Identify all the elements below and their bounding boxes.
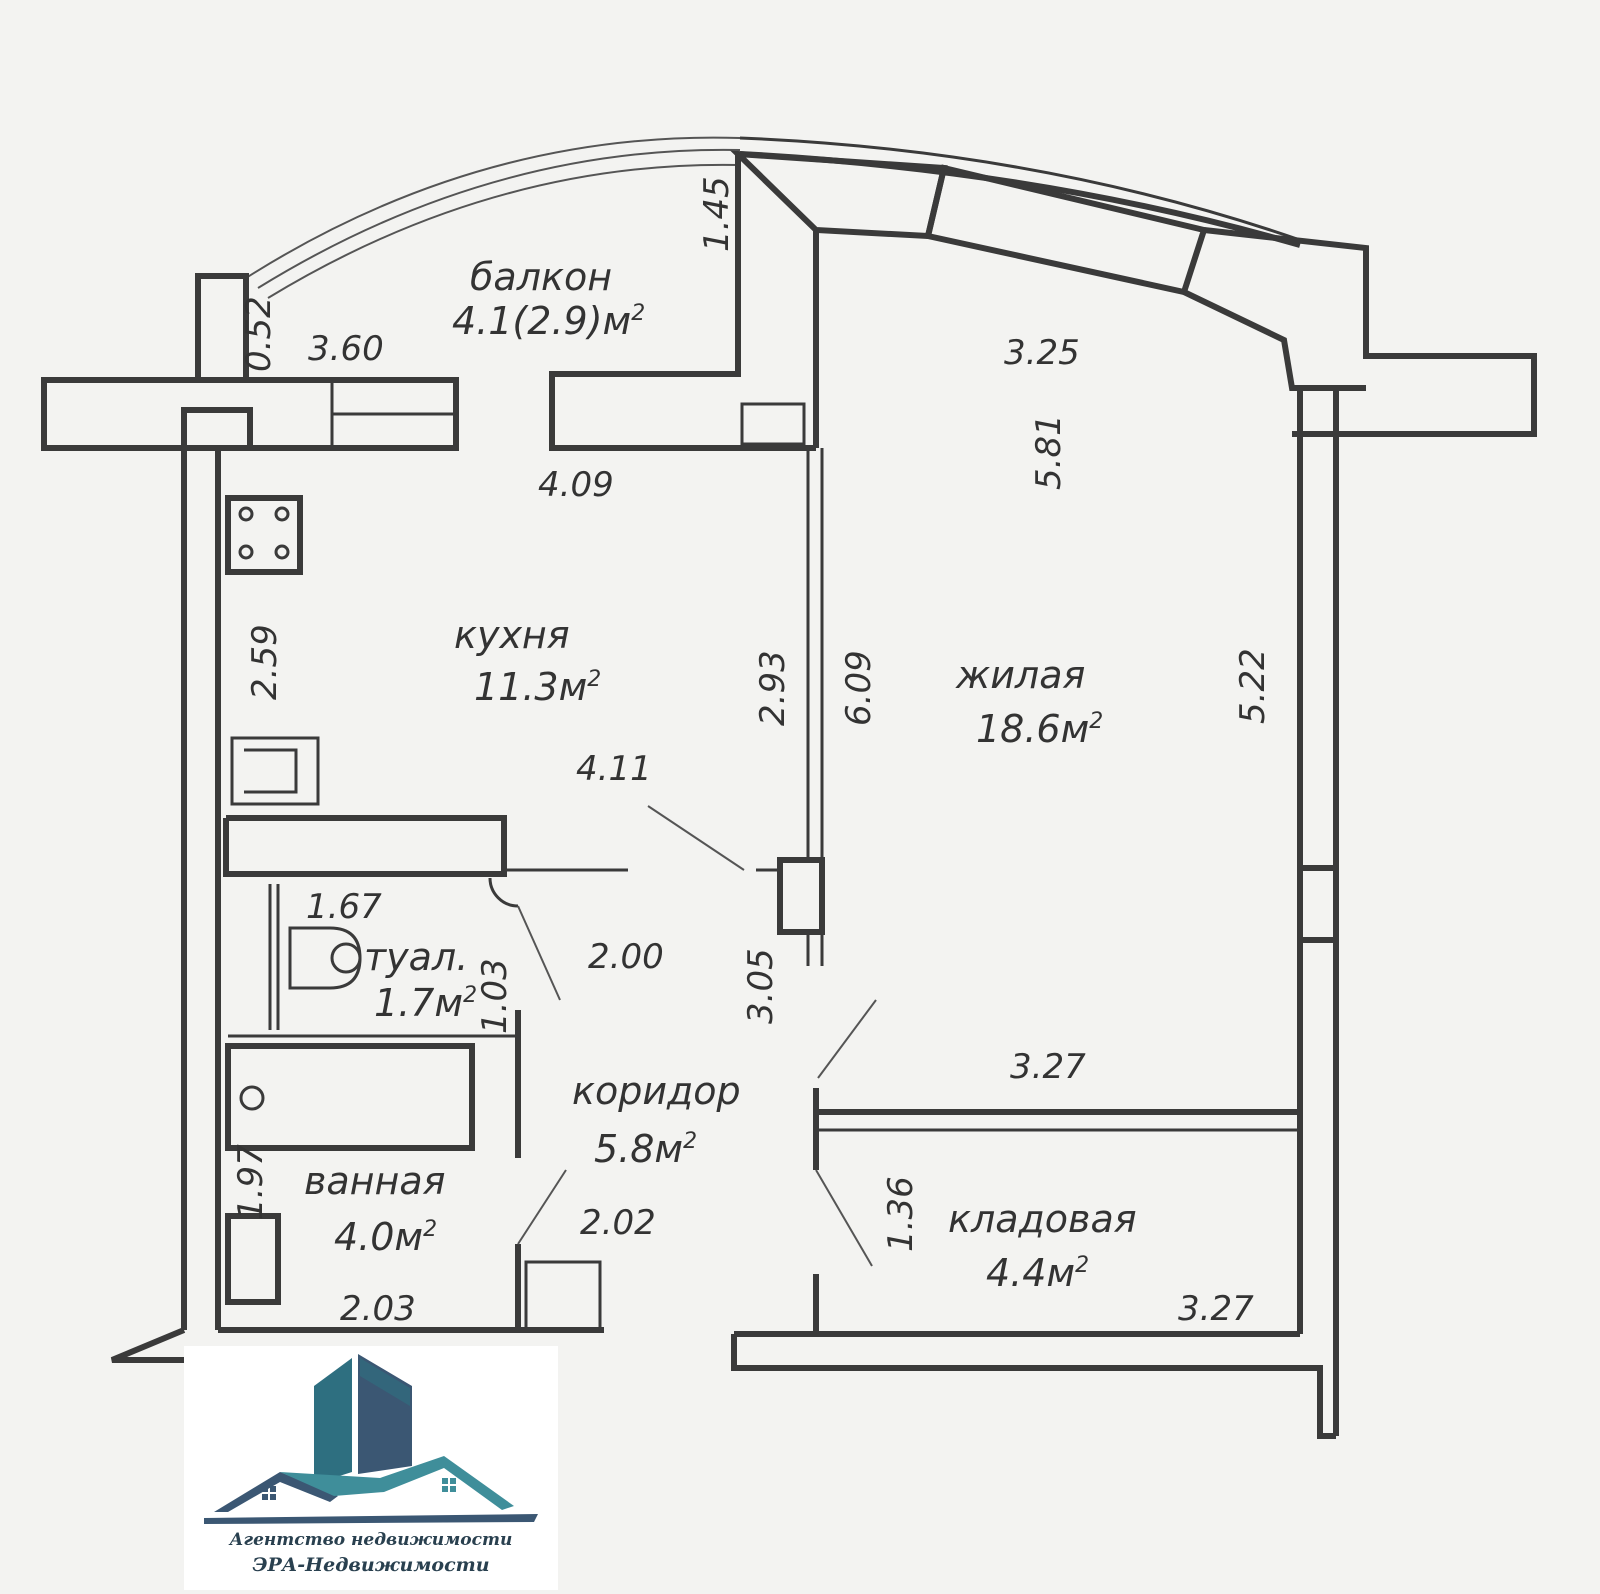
storage-partition: [813, 999, 1300, 1334]
corridor-area: 5.8м2: [594, 1127, 697, 1171]
toilet-room: [228, 884, 521, 1158]
bathroom-area: 4.0м2: [334, 1215, 437, 1259]
balcony-walls: [195, 150, 1537, 451]
storage-area: 4.4м2: [986, 1251, 1089, 1295]
dim-2-03: 2.03: [340, 1289, 416, 1329]
balcony-name: балкон: [470, 255, 612, 299]
dim-3-27-storage: 3.27: [1178, 1289, 1254, 1329]
room-labels: балкон 4.1(2.9)м2 кухня 11.3м2 жилая 18.…: [304, 255, 1137, 1295]
toilet-name: туал.: [364, 935, 468, 979]
right-wall: [731, 385, 1339, 1439]
living-area: 18.6м2: [976, 707, 1103, 751]
dim-5-22: 5.22: [1233, 648, 1273, 724]
dim-2-02: 2.02: [580, 1203, 656, 1243]
dim-2-93: 2.93: [753, 650, 793, 726]
dim-3-60: 3.60: [308, 329, 384, 369]
dim-3-27-living: 3.27: [1010, 1047, 1086, 1087]
dim-3-05: 3.05: [741, 948, 781, 1024]
dim-3-25: 3.25: [1004, 333, 1080, 373]
left-wall: [110, 448, 604, 1363]
toilet-area: 1.7м2: [374, 981, 477, 1025]
dimension-labels: 1.45 0.52 3.60 3.25 5.81 4.09 2.59 2.93 …: [231, 176, 1273, 1329]
kitchen-area: 11.3м2: [474, 665, 601, 709]
building-emblem: [204, 1354, 538, 1524]
stove: [225, 495, 303, 575]
dim-5-81: 5.81: [1029, 414, 1069, 490]
dim-1-45: 1.45: [697, 176, 737, 252]
dim-4-11: 4.11: [576, 749, 652, 789]
dim-2-00: 2.00: [588, 937, 664, 977]
living-name: жилая: [955, 653, 1085, 697]
logo-line-2: ЭРА-Недвижимости: [252, 1554, 490, 1576]
dim-2-59: 2.59: [245, 624, 285, 700]
dim-0-52: 0.52: [239, 296, 279, 372]
kitchen-bottom-wall: [223, 815, 628, 1001]
agency-logo: Агентство недвижимости ЭРА-Недвижимости: [184, 1346, 558, 1590]
storage-name: кладовая: [948, 1197, 1137, 1241]
dim-1-67: 1.67: [306, 887, 382, 927]
logo-line-1: Агентство недвижимости: [229, 1530, 513, 1550]
kitchen-window-wall: [41, 377, 806, 451]
corridor-name: коридор: [572, 1069, 741, 1113]
dim-1-97: 1.97: [231, 1144, 271, 1220]
balcony-area: 4.1(2.9)м2: [452, 299, 645, 343]
kitchen-name: кухня: [454, 613, 570, 657]
dim-1-36: 1.36: [881, 1176, 921, 1252]
dim-1-03: 1.03: [475, 958, 515, 1034]
bathroom-name: ванная: [304, 1159, 446, 1203]
dim-6-09: 6.09: [839, 650, 879, 726]
kitchen-living-partition: [647, 448, 825, 966]
kitchen-sink: [230, 736, 320, 806]
dim-4-09: 4.09: [538, 465, 614, 505]
bathroom-fixtures: [225, 1043, 602, 1330]
